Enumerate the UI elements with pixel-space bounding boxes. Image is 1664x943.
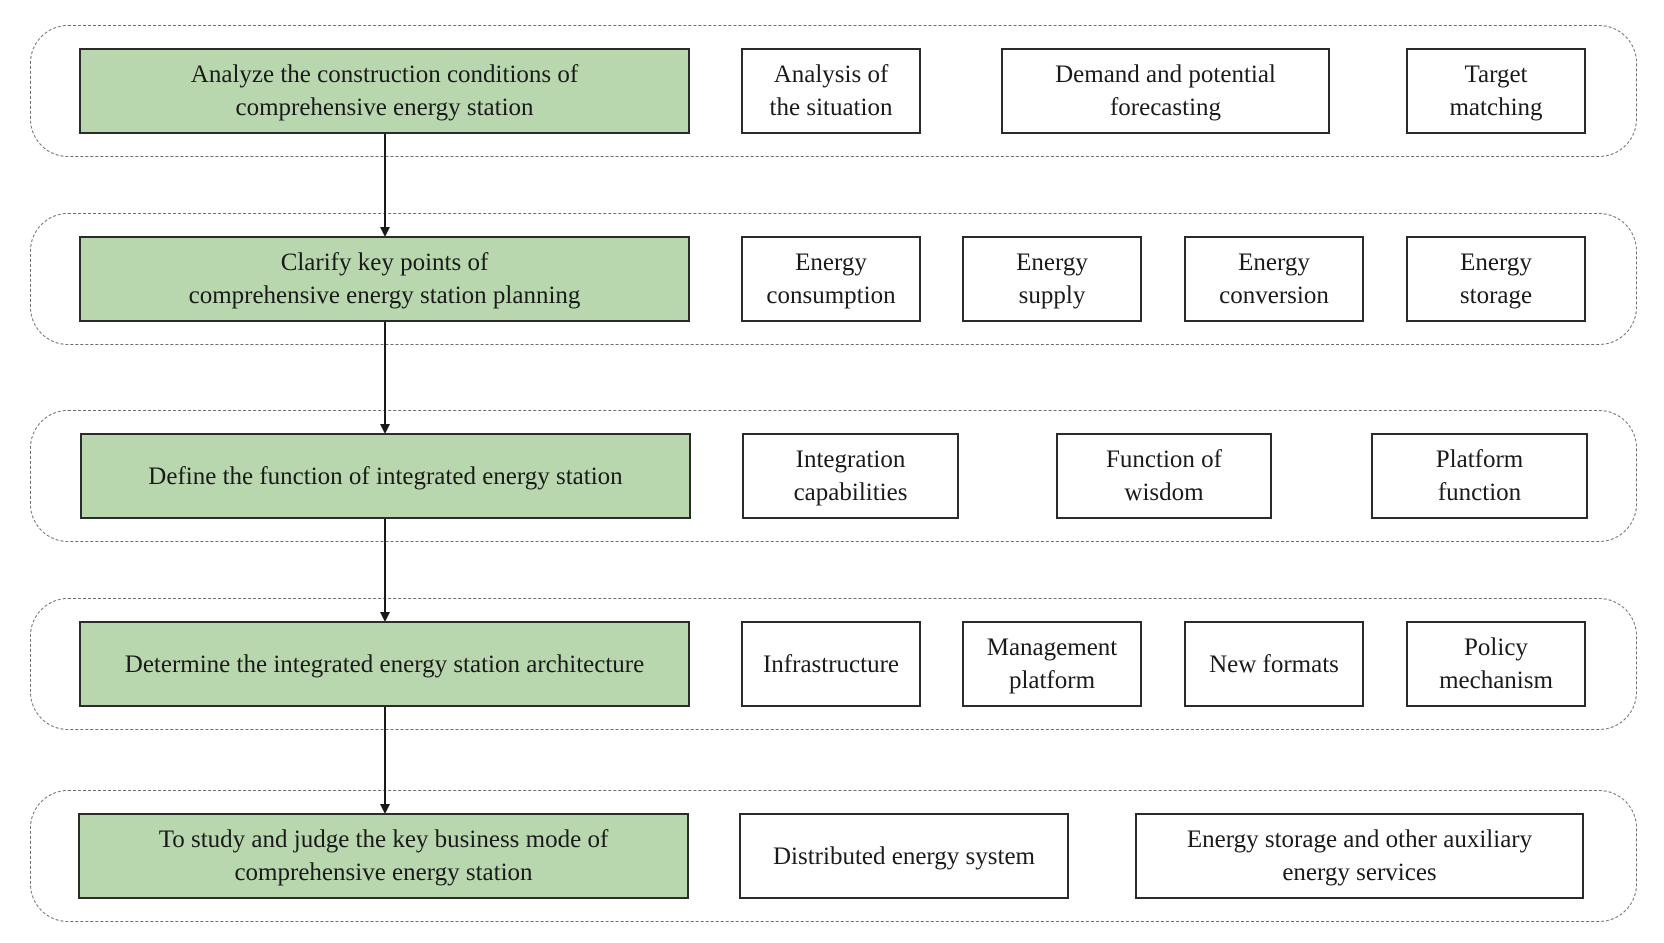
stage-group-4	[30, 598, 1637, 730]
step-4-item-2: Management platform	[962, 621, 1142, 707]
step-2-item-3: Energy conversion	[1184, 236, 1364, 322]
step-1-item-3: Target matching	[1406, 48, 1586, 134]
step-5-box: To study and judge the key business mode…	[78, 813, 689, 899]
step-2-item-1: Energy consumption	[741, 236, 921, 322]
step-1-item-2: Demand and potential forecasting	[1001, 48, 1330, 134]
stage-group-3	[30, 410, 1637, 542]
step-4-item-3: New formats	[1184, 621, 1364, 707]
stage-group-5	[30, 790, 1637, 922]
step-3-item-2: Function of wisdom	[1056, 433, 1272, 519]
step-5-item-1: Distributed energy system	[739, 813, 1069, 899]
step-4-item-4: Policy mechanism	[1406, 621, 1586, 707]
step-3-item-1: Integration capabilities	[742, 433, 959, 519]
step-2-box: Clarify key points of comprehensive ener…	[79, 236, 690, 322]
step-5-item-2: Energy storage and other auxiliary energ…	[1135, 813, 1584, 899]
step-1-item-1: Analysis of the situation	[741, 48, 921, 134]
step-2-item-4: Energy storage	[1406, 236, 1586, 322]
stage-group-2	[30, 213, 1637, 345]
step-2-item-2: Energy supply	[962, 236, 1142, 322]
stage-group-1	[30, 25, 1637, 157]
step-1-box: Analyze the construction conditions of c…	[79, 48, 690, 134]
step-3-box: Define the function of integrated energy…	[80, 433, 691, 519]
step-4-item-1: Infrastructure	[741, 621, 921, 707]
step-4-box: Determine the integrated energy station …	[79, 621, 690, 707]
step-3-item-3: Platform function	[1371, 433, 1588, 519]
